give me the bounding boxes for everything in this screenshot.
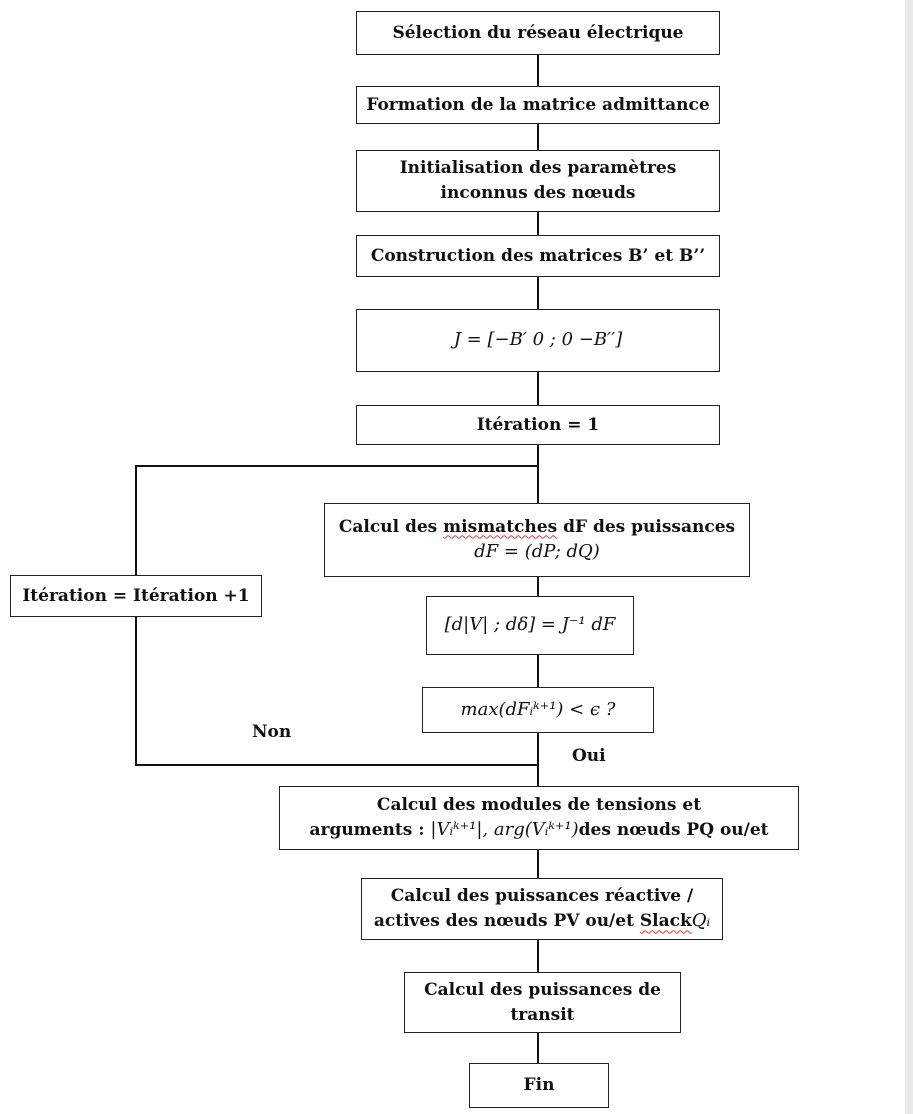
step-voltage-modules: Calcul des modules de tensions et argume… <box>279 786 799 850</box>
step-iteration-increment: Itération = Itération +1 <box>10 575 262 617</box>
step-admittance-matrix: Formation de la matrice admittance <box>356 86 720 124</box>
step-construction-matrices: Construction des matrices B’ et B’’ <box>356 235 720 277</box>
step-reactive-powers: Calcul des puissances réactive / actives… <box>361 878 723 940</box>
step-network-selection: Sélection du réseau électrique <box>356 11 720 55</box>
step-initialisation: Initialisation des paramètres inconnus d… <box>356 150 720 212</box>
page-edge <box>905 0 913 1114</box>
step-end: Fin <box>469 1063 609 1108</box>
label-yes: Oui <box>572 746 606 766</box>
step-transit-powers: Calcul des puissances de transit <box>404 972 681 1033</box>
step-iteration-init: Itération = 1 <box>356 405 720 445</box>
step-jacobian: J = [−B′ 0 ; 0 −B′′] <box>356 309 720 372</box>
step-mismatch-calculation: Calcul des mismatches dF des puissances … <box>324 503 750 577</box>
label-no: Non <box>252 722 292 742</box>
decision-convergence: max(dFᵢᵏ⁺¹) < ϵ ? <box>422 687 654 733</box>
step-voltage-update: [d|V| ; dδ] = J⁻¹ dF <box>426 596 634 655</box>
